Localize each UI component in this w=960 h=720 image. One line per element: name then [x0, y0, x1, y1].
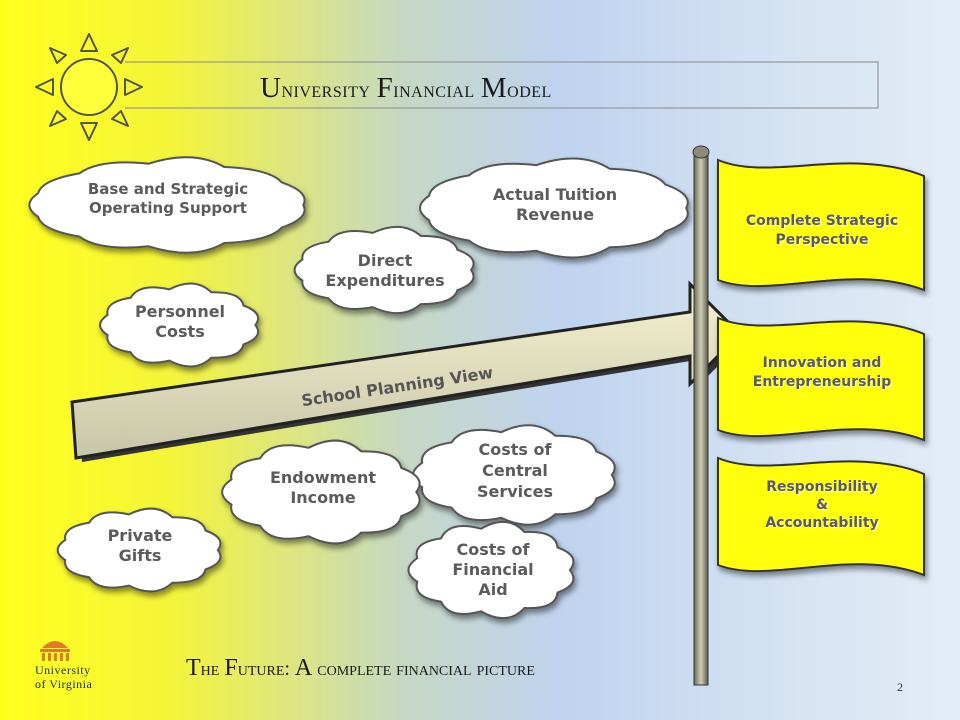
cloud-gifts [56, 507, 222, 593]
cloud-endowment [221, 439, 421, 545]
flag-label-responsibility: Responsibility & Accountability [765, 479, 879, 532]
page-number: 2 [897, 680, 903, 694]
flag-banners [717, 158, 925, 577]
page-title: University Financial Model [260, 72, 552, 104]
cloud-label-aid: Costs of Financial Aid [452, 540, 534, 599]
cloud-label-base: Base and Strategic Operating Support [87, 180, 249, 217]
cloud-tuition [419, 157, 689, 259]
cloud-label-personnel: Personnel Costs [134, 302, 226, 341]
cloud-label-tuition: Actual Tuition Revenue [492, 185, 618, 224]
cloud-base [28, 156, 306, 254]
cloud-label-endowment: Endowment Income [269, 468, 377, 507]
subtitle: The Future: A complete financial picture [186, 655, 535, 681]
flagpole [692, 145, 710, 686]
cloud-label-direct: Direct Expenditures [325, 251, 445, 290]
sun-icon [35, 33, 143, 141]
planning-arrow [70, 280, 746, 462]
cloud-direct [293, 225, 475, 315]
logo-text-virginia: of Virginia [35, 677, 93, 691]
title-frame [125, 61, 879, 109]
cloud-personnel [99, 282, 260, 368]
cloud-aid [407, 520, 575, 620]
cloud-label-gifts: Private Gifts [107, 526, 173, 565]
flag-label-innovation: Innovation and Entrepreneurship [752, 355, 892, 390]
flag-label-strategic: Complete Strategic Perspective [745, 213, 899, 248]
cloud-label-central: Costs of Central Services [476, 440, 554, 501]
uva-rotunda-icon [40, 641, 70, 661]
logo-text-university: University [35, 663, 91, 677]
